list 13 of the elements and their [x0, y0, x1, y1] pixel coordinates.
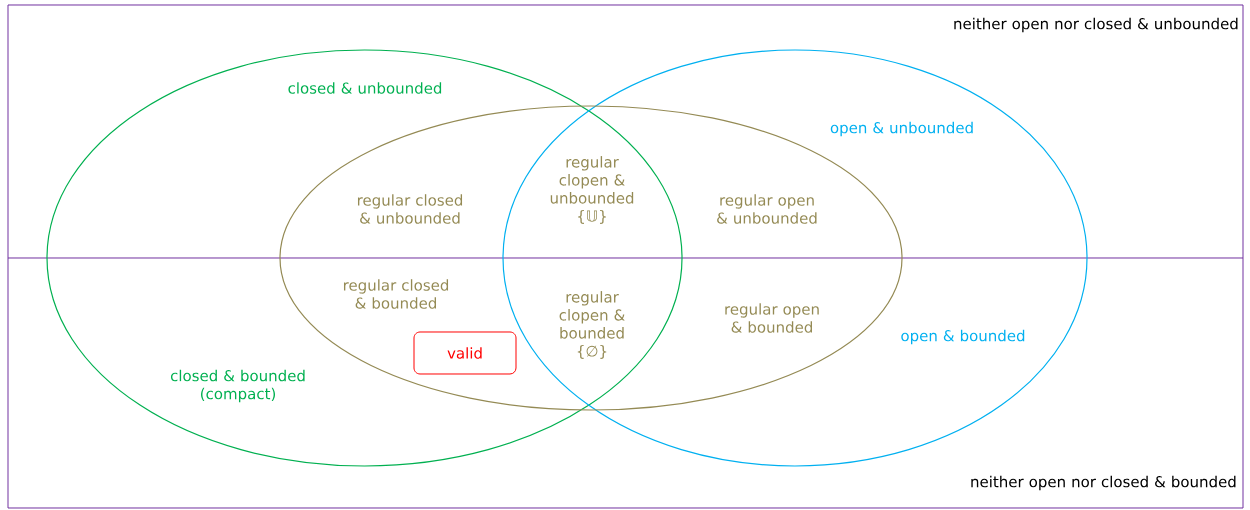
region-label: regular clopen & unbounded {𝕌} — [550, 156, 634, 224]
region-label: closed & unbounded — [288, 82, 442, 94]
region-label: regular closed & bounded — [344, 279, 449, 309]
region-label: regular closed & unbounded — [358, 194, 463, 224]
region-label: closed & bounded (compact) — [170, 369, 305, 403]
region-label: regular clopen & bounded {∅} — [559, 291, 625, 359]
region-label: open & unbounded — [830, 121, 973, 137]
region-label: neither open nor closed & bounded — [971, 475, 1236, 491]
region-label: regular open & unbounded — [717, 194, 817, 224]
label-box: valid — [413, 331, 517, 375]
region-label: open & bounded — [901, 329, 1025, 345]
region-label: neither open nor closed & unbounded — [954, 17, 1238, 33]
region-label: regular open & bounded — [725, 303, 819, 333]
